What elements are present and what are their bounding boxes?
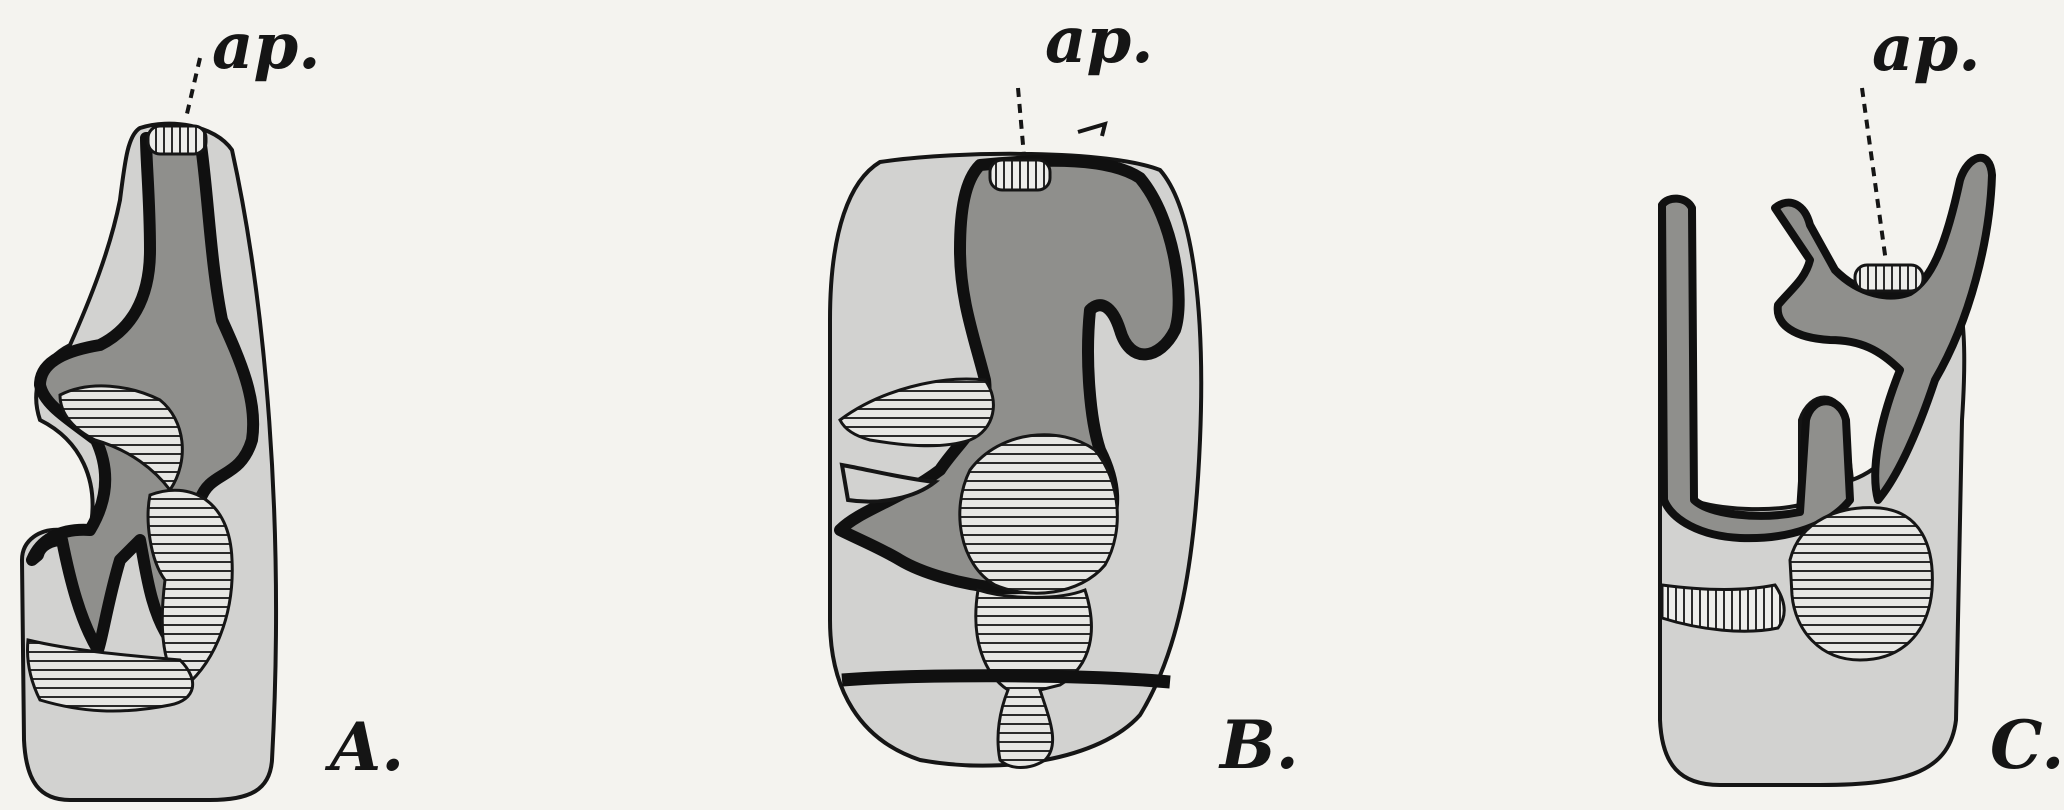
figure-c-ap-label: ap. [1872,11,1981,86]
figure-b-ap-pointer [1018,88,1024,156]
figure-c-ap-pointer [1862,88,1886,262]
figure-b: ap. B. [830,3,1299,784]
figure-b-apical-pore [990,160,1050,190]
figure-a: ap. A. [22,9,404,800]
figure-a-apical-pore [148,126,206,154]
figure-a-ap-pointer [186,58,200,118]
figure-a-letter: A. [324,708,404,786]
figure-b-hatched-stomach [960,435,1118,593]
figure-c: ap. C. [1660,11,2064,785]
figure-b-band [842,676,1170,682]
figure-c-hatched-tube [1662,585,1784,631]
figure-b-letter: B. [1218,706,1299,784]
figure-b-tick-mark [1078,124,1105,136]
figure-c-hatched-stomach [1790,508,1932,660]
figure-c-letter: C. [1990,706,2064,784]
figure-a-ap-label: ap. [212,9,321,84]
figure-c-apical-pore [1855,265,1923,291]
figure-b-ap-label: ap. [1045,3,1154,78]
